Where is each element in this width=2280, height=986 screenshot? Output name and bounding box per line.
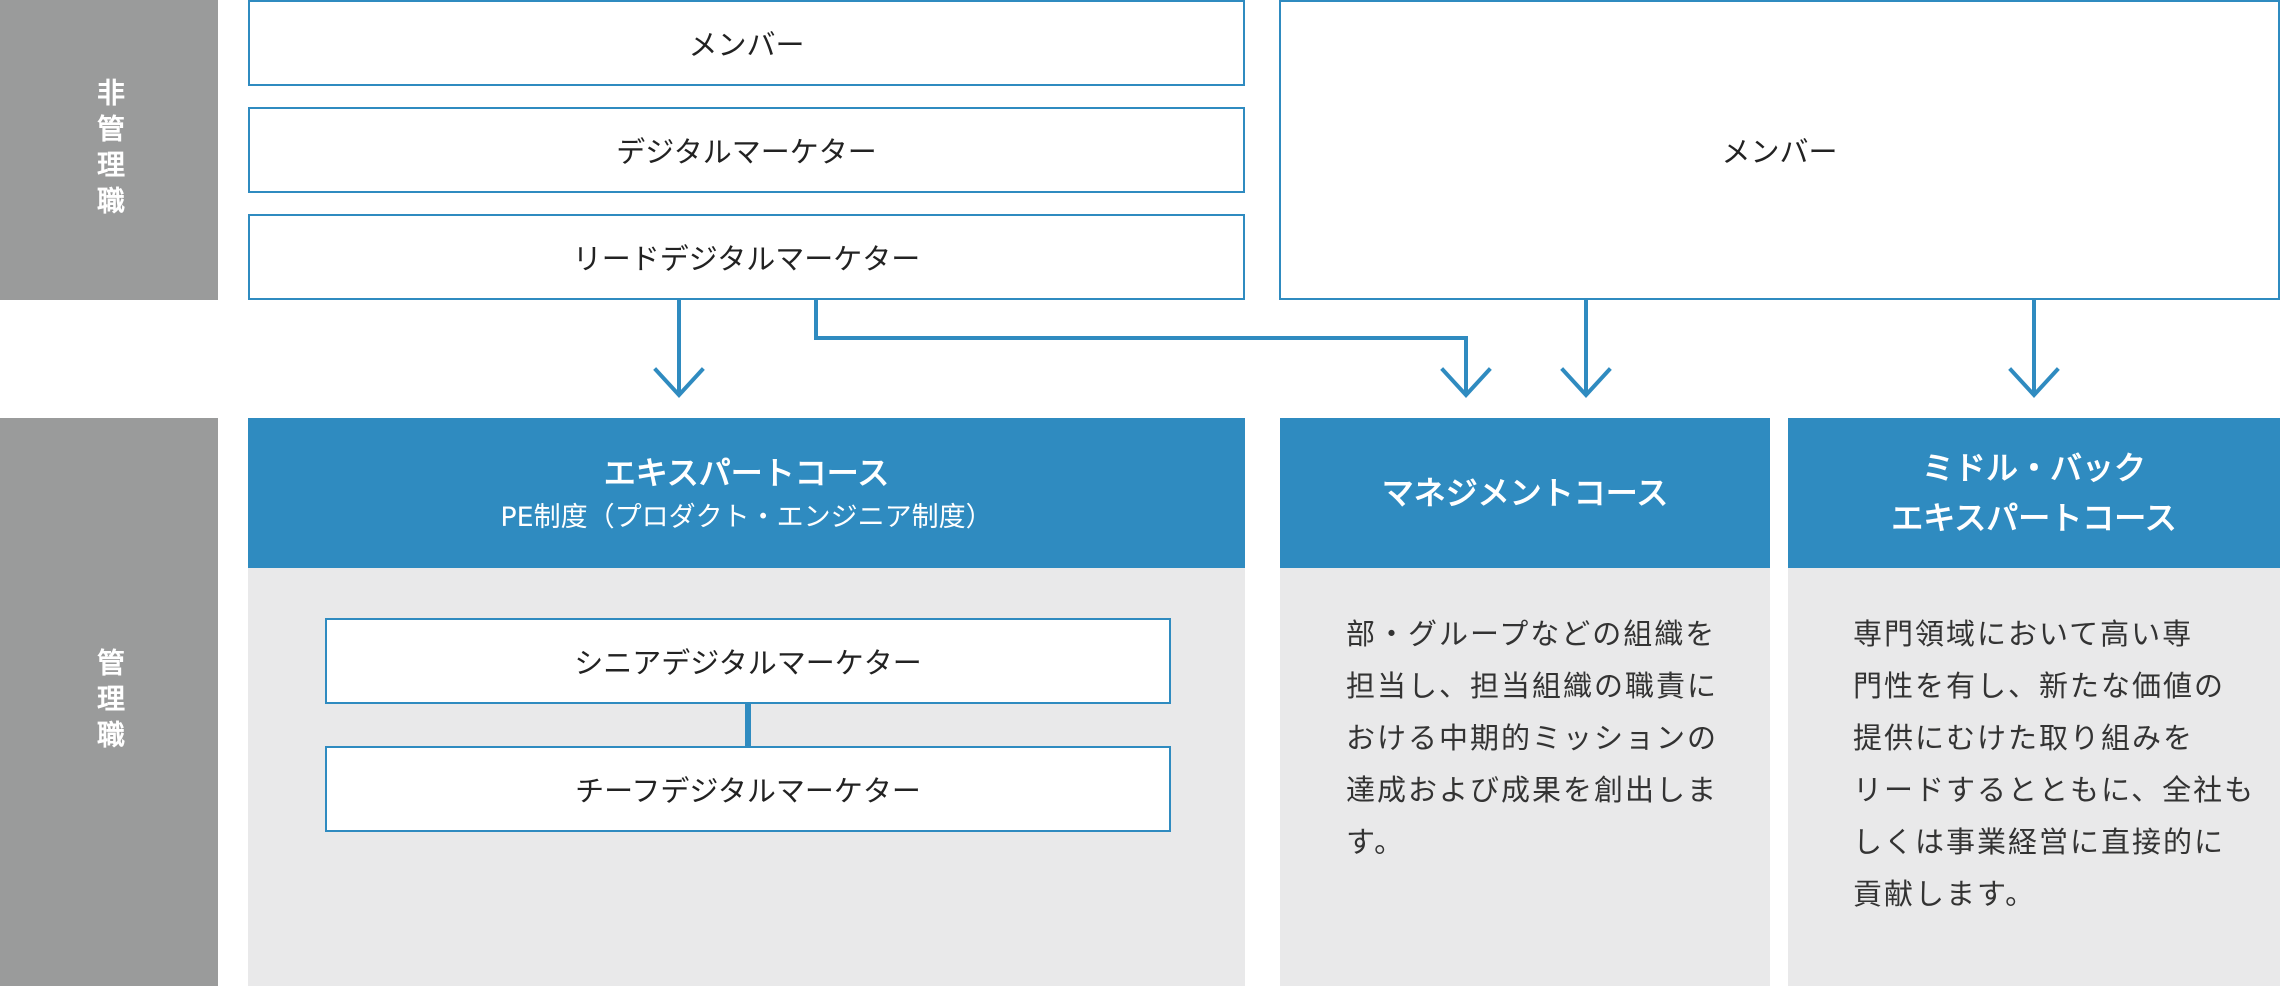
- expert-course-header: エキスパートコース PE制度（プロダクト・エンジニア制度）: [248, 418, 1245, 568]
- arrow-member-to-management: [1560, 298, 1612, 398]
- non-manager-label: 非管理職: [0, 0, 218, 300]
- role-member-right-label: メンバー: [1721, 135, 1838, 169]
- management-course-header: マネジメントコース: [1280, 418, 1770, 568]
- arrow-member-to-middle-back: [2008, 298, 2060, 398]
- expert-course-subtitle: PE制度（プロダクト・エンジニア制度）: [500, 502, 993, 533]
- expert-role-connector: [745, 704, 751, 746]
- non-manager-label-text: 非管理職: [93, 78, 126, 222]
- role-box-chief-digital-marketer: チーフデジタルマーケター: [325, 746, 1171, 832]
- management-course-title: マネジメントコース: [1381, 474, 1669, 512]
- manager-label: 管理職: [0, 418, 218, 986]
- role-digital-marketer-label: デジタルマーケター: [616, 135, 877, 169]
- arrow-lead-to-management: [814, 298, 1492, 398]
- role-box-digital-marketer: デジタルマーケター: [248, 107, 1245, 193]
- role-lead-digital-marketer-label: リードデジタルマーケター: [572, 242, 921, 276]
- role-member-label: メンバー: [688, 28, 805, 62]
- middle-back-course-header: ミドル・バック エキスパートコース: [1788, 418, 2280, 568]
- role-senior-label: シニアデジタルマーケター: [574, 646, 922, 680]
- arrow-to-expert-course: [653, 298, 705, 398]
- role-box-member: メンバー: [248, 0, 1245, 86]
- middle-back-course-description: 専門領域において高い専 門性を有し、新たな価値の 提供にむけた取り組みを リード…: [1853, 617, 2256, 911]
- management-course-description: 部・グループなどの組織を 担当し、担当組織の職責に おける中期的ミッションの 達…: [1346, 617, 1719, 859]
- role-box-senior-digital-marketer: シニアデジタルマーケター: [325, 618, 1171, 704]
- middle-back-course-title-line1: ミドル・バック: [1921, 449, 2146, 487]
- middle-back-course-title-line2: エキスパートコース: [1891, 499, 2177, 537]
- manager-label-text: 管理職: [93, 648, 126, 756]
- role-box-member-right: メンバー: [1279, 0, 2280, 300]
- expert-course-title: エキスパートコース: [603, 454, 890, 492]
- role-box-lead-digital-marketer: リードデジタルマーケター: [248, 214, 1245, 300]
- role-chief-label: チーフデジタルマーケター: [575, 774, 921, 808]
